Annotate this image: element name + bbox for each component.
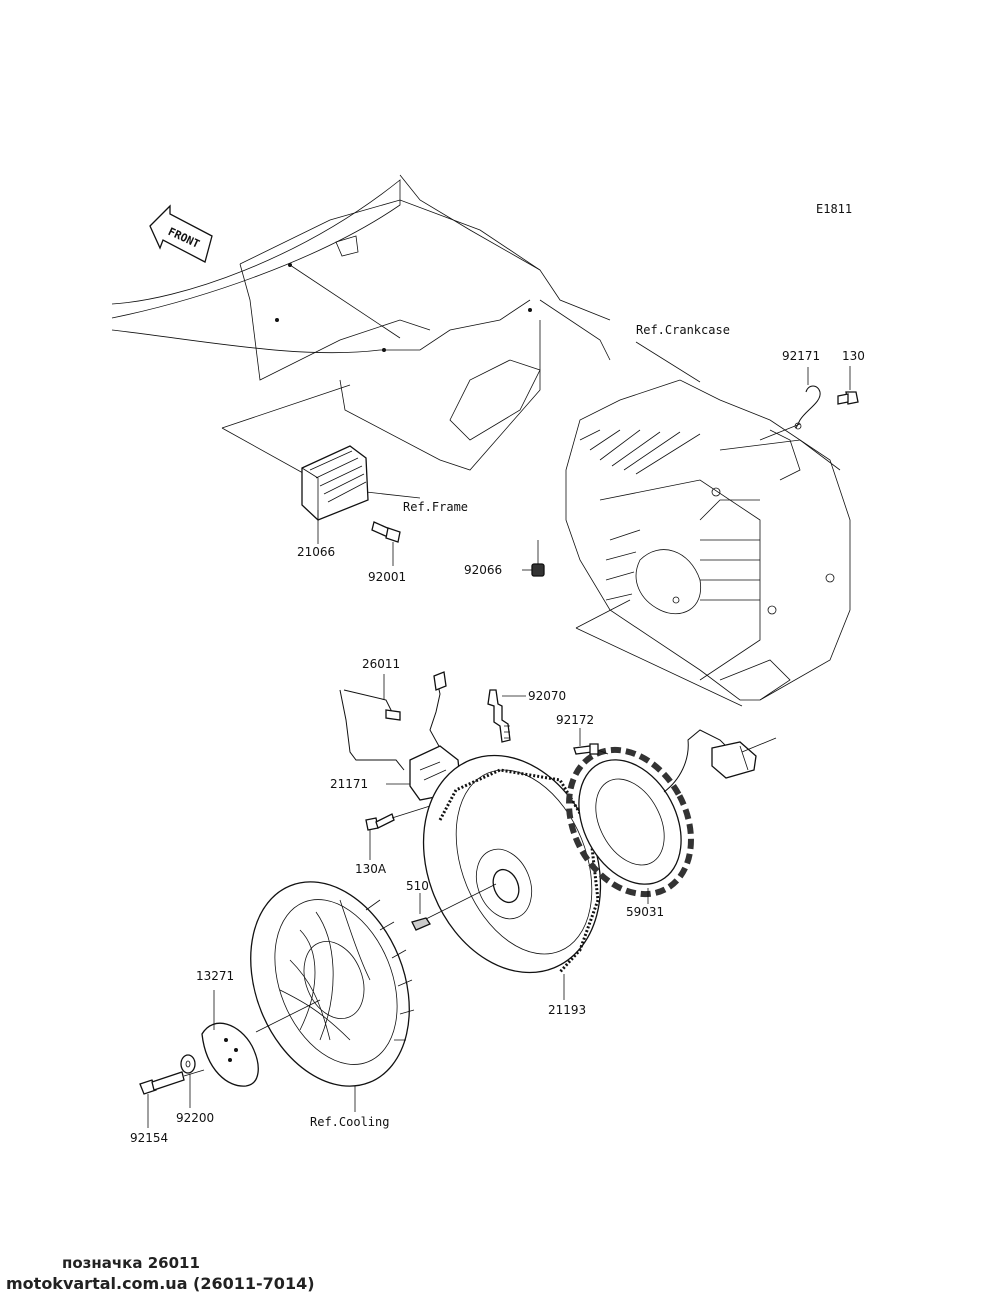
bolt-92154-icon: [139, 1071, 185, 1095]
part-510: 510: [406, 879, 429, 893]
footer: позначка 26011 motokvartal.com.ua (26011…: [0, 1254, 420, 1293]
part-130A: 130A: [355, 862, 387, 876]
part-26011: 26011: [362, 657, 400, 671]
part-21193: 21193: [548, 1003, 586, 1017]
part-92066: 92066: [464, 563, 502, 577]
bolt-92172-icon: [573, 743, 599, 755]
ref-cooling-label: Ref.Cooling: [310, 1115, 389, 1129]
bolt-130-icon: [837, 391, 859, 405]
crankcase: [565, 379, 851, 701]
washer-92200-icon: [180, 1054, 196, 1074]
part-92070: 92070: [528, 689, 566, 703]
key-510-icon: [411, 917, 431, 931]
part-59031: 59031: [626, 905, 664, 919]
part-92154: 92154: [130, 1131, 168, 1145]
stator-59031: [566, 729, 757, 898]
wire-clip-92171-icon: [794, 385, 821, 430]
ref-crankcase-label: Ref.Crankcase: [636, 323, 730, 337]
cooling-fan: [250, 881, 415, 1087]
flywheel-21193: [422, 754, 602, 974]
ref-frame-label: Ref.Frame: [403, 500, 468, 514]
spark-plug-92070-icon: [487, 689, 511, 743]
part-21066: 21066: [297, 545, 335, 559]
frame-panel: [111, 174, 611, 471]
regulator-rectifier: [301, 445, 369, 521]
part-92171: 92171: [782, 349, 820, 363]
part-92172: 92172: [556, 713, 594, 727]
diagram-code: E1811: [816, 202, 852, 216]
part-92001: 92001: [368, 570, 406, 584]
cap-92066-icon: [531, 563, 545, 577]
sensor-26011: [339, 689, 405, 771]
bolt-92001-icon: [371, 521, 401, 543]
front-arrow-icon: FRONT: [149, 204, 213, 263]
footer-caption: позначка 26011: [62, 1254, 200, 1272]
plate-13271: [201, 1022, 259, 1087]
bolt-130A-icon: [365, 813, 395, 831]
part-92200: 92200: [176, 1111, 214, 1125]
part-130: 130: [842, 349, 865, 363]
footer-source: motokvartal.com.ua (26011-7014): [6, 1274, 315, 1293]
part-13271: 13271: [196, 969, 234, 983]
part-21171: 21171: [330, 777, 368, 791]
